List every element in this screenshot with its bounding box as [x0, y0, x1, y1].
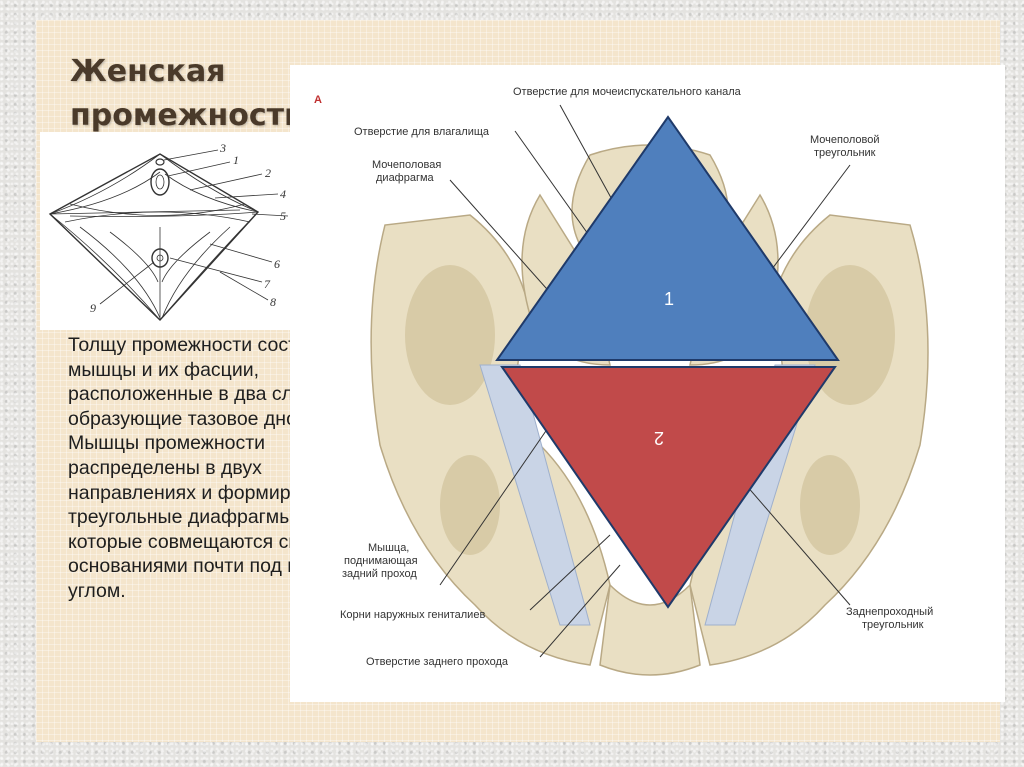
perineum-sketch: 3 1 2 4 5 6 7 8 9	[40, 132, 292, 330]
label-genital-roots: Корни наружных гениталиев	[340, 609, 485, 621]
label-urogenital-triangle: треугольник	[814, 147, 876, 159]
label-levator-muscle: Мышца,	[368, 542, 409, 554]
triangle-2-number: 2	[654, 428, 664, 448]
label-anal-opening: Отверстие заднего прохода	[366, 656, 509, 668]
urogenital-triangle	[495, 115, 840, 361]
sketch-number: 5	[280, 209, 286, 223]
label-urethra-opening: Отверстие для мочеиспускательного канала	[513, 86, 742, 98]
title-line-2: промежность	[70, 98, 304, 133]
title-line-1: Женская	[70, 54, 226, 89]
sketch-number: 6	[274, 257, 280, 271]
sketch-number: 2	[265, 166, 271, 180]
sketch-number: 8	[270, 295, 276, 309]
label-levator-muscle: поднимающая	[344, 555, 418, 567]
label-anal-triangle: Заднепроходный	[846, 606, 933, 618]
label-vagina-opening: Отверстие для влагалища	[354, 126, 490, 138]
slide-title: Женская промежность	[70, 50, 303, 138]
label-urogenital-triangle: Мочеполовой	[810, 134, 880, 146]
sketch-number: 4	[280, 187, 286, 201]
label-anal-triangle: треугольник	[862, 619, 924, 631]
pelvic-floor-figure: 1 2 А Отверстие для мочеиспускательного …	[290, 65, 1005, 702]
sketch-number: 3	[219, 141, 226, 155]
pelvic-floor-illustration: 1 2 А Отверстие для мочеиспускательного …	[314, 86, 933, 676]
perineum-sketch-drawing: 3 1 2 4 5 6 7 8 9	[48, 141, 289, 322]
description-paragraph: Толщу промежности составляют мышцы и их …	[68, 334, 363, 602]
sketch-number: 9	[90, 301, 96, 315]
label-levator-muscle: задний проход	[342, 568, 417, 580]
anal-triangle	[500, 366, 837, 609]
label-urogenital-diaphragm: диафрагма	[376, 172, 435, 184]
label-urogenital-diaphragm: Мочеполовая	[372, 159, 441, 171]
sketch-number: 1	[233, 153, 239, 167]
sketch-number: 7	[264, 277, 271, 291]
triangle-1-number: 1	[664, 289, 674, 309]
panel-letter: А	[314, 94, 322, 106]
